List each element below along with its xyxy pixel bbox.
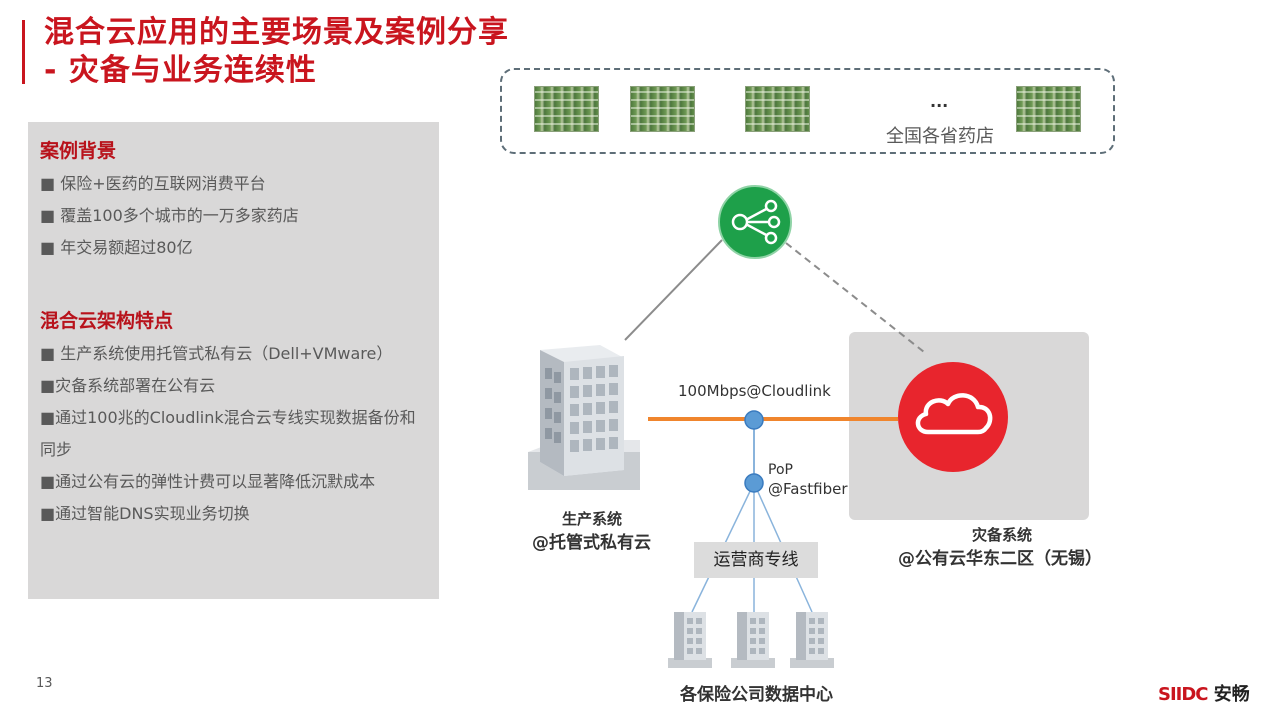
page-title-line2: - 灾备与业务连续性	[44, 53, 317, 88]
dr-system-label: 灾备系统	[972, 526, 1033, 544]
pharmacy-store-photo	[745, 86, 810, 132]
dr-location-label: @公有云华东二区（无锡）	[898, 549, 1102, 569]
architecture-heading: 混合云架构特点	[40, 310, 174, 332]
case-background-item: ■ 覆盖100多个城市的一万多家药店	[40, 206, 299, 225]
page-number: 13	[36, 676, 53, 691]
architecture-item: ■通过100兆的Cloudlink混合云专线实现数据备份和同步	[40, 408, 416, 459]
office-building-icon	[668, 612, 712, 668]
pop-label: PoP	[768, 462, 793, 478]
logo-text: 安畅	[1213, 684, 1250, 705]
cloudlink-junction-node	[744, 410, 764, 430]
pop-node	[744, 473, 764, 493]
office-building-icon	[528, 345, 640, 490]
pharmacy-store-photo	[534, 86, 599, 132]
case-background-heading: 案例背景	[40, 140, 117, 162]
architecture-item: ■通过公有云的弹性计费可以显著降低沉默成本	[40, 472, 376, 491]
architecture-item: ■ 生产系统使用托管式私有云（Dell+VMware）	[40, 344, 393, 363]
insurance-datacenter-label: 各保险公司数据中心	[680, 685, 833, 705]
architecture-item: ■通过智能DNS实现业务切换	[40, 504, 250, 523]
cloud-icon	[898, 362, 1008, 472]
production-location-label: @托管式私有云	[532, 533, 651, 553]
cloudlink-label: 100Mbps@Cloudlink	[678, 382, 831, 400]
page-title-line1: 混合云应用的主要场景及案例分享	[44, 15, 509, 50]
link-network-production	[624, 239, 723, 341]
stores-ellipsis: ...	[930, 92, 949, 111]
title-accent-bar	[22, 20, 25, 84]
office-building-icon	[731, 612, 775, 668]
architecture-item: ■灾备系统部署在公有云	[40, 376, 216, 395]
production-system-label: 生产系统	[562, 510, 623, 528]
share-network-icon	[718, 185, 792, 259]
pharmacy-stores-group: ... 全国各省药店	[500, 68, 1115, 154]
case-background-item: ■ 保险+医药的互联网消费平台	[40, 174, 266, 193]
stores-label: 全国各省药店	[886, 126, 994, 147]
carrier-line-label: 运营商专线	[694, 542, 818, 578]
page-title: 混合云应用的主要场景及案例分享 - 灾备与业务连续性	[44, 14, 509, 90]
logo-mark: SIIDC	[1158, 684, 1209, 705]
pharmacy-store-photo	[630, 86, 695, 132]
office-building-icon	[790, 612, 834, 668]
case-info-panel: 案例背景 ■ 保险+医药的互联网消费平台 ■ 覆盖100多个城市的一万多家药店 …	[28, 122, 439, 599]
pop-provider-label: @Fastfiber	[768, 480, 848, 498]
link-network-dr	[785, 242, 925, 353]
case-background-item: ■ 年交易额超过80亿	[40, 238, 193, 257]
company-logo: SIIDC 安畅	[1158, 680, 1250, 706]
pharmacy-store-photo	[1016, 86, 1081, 132]
